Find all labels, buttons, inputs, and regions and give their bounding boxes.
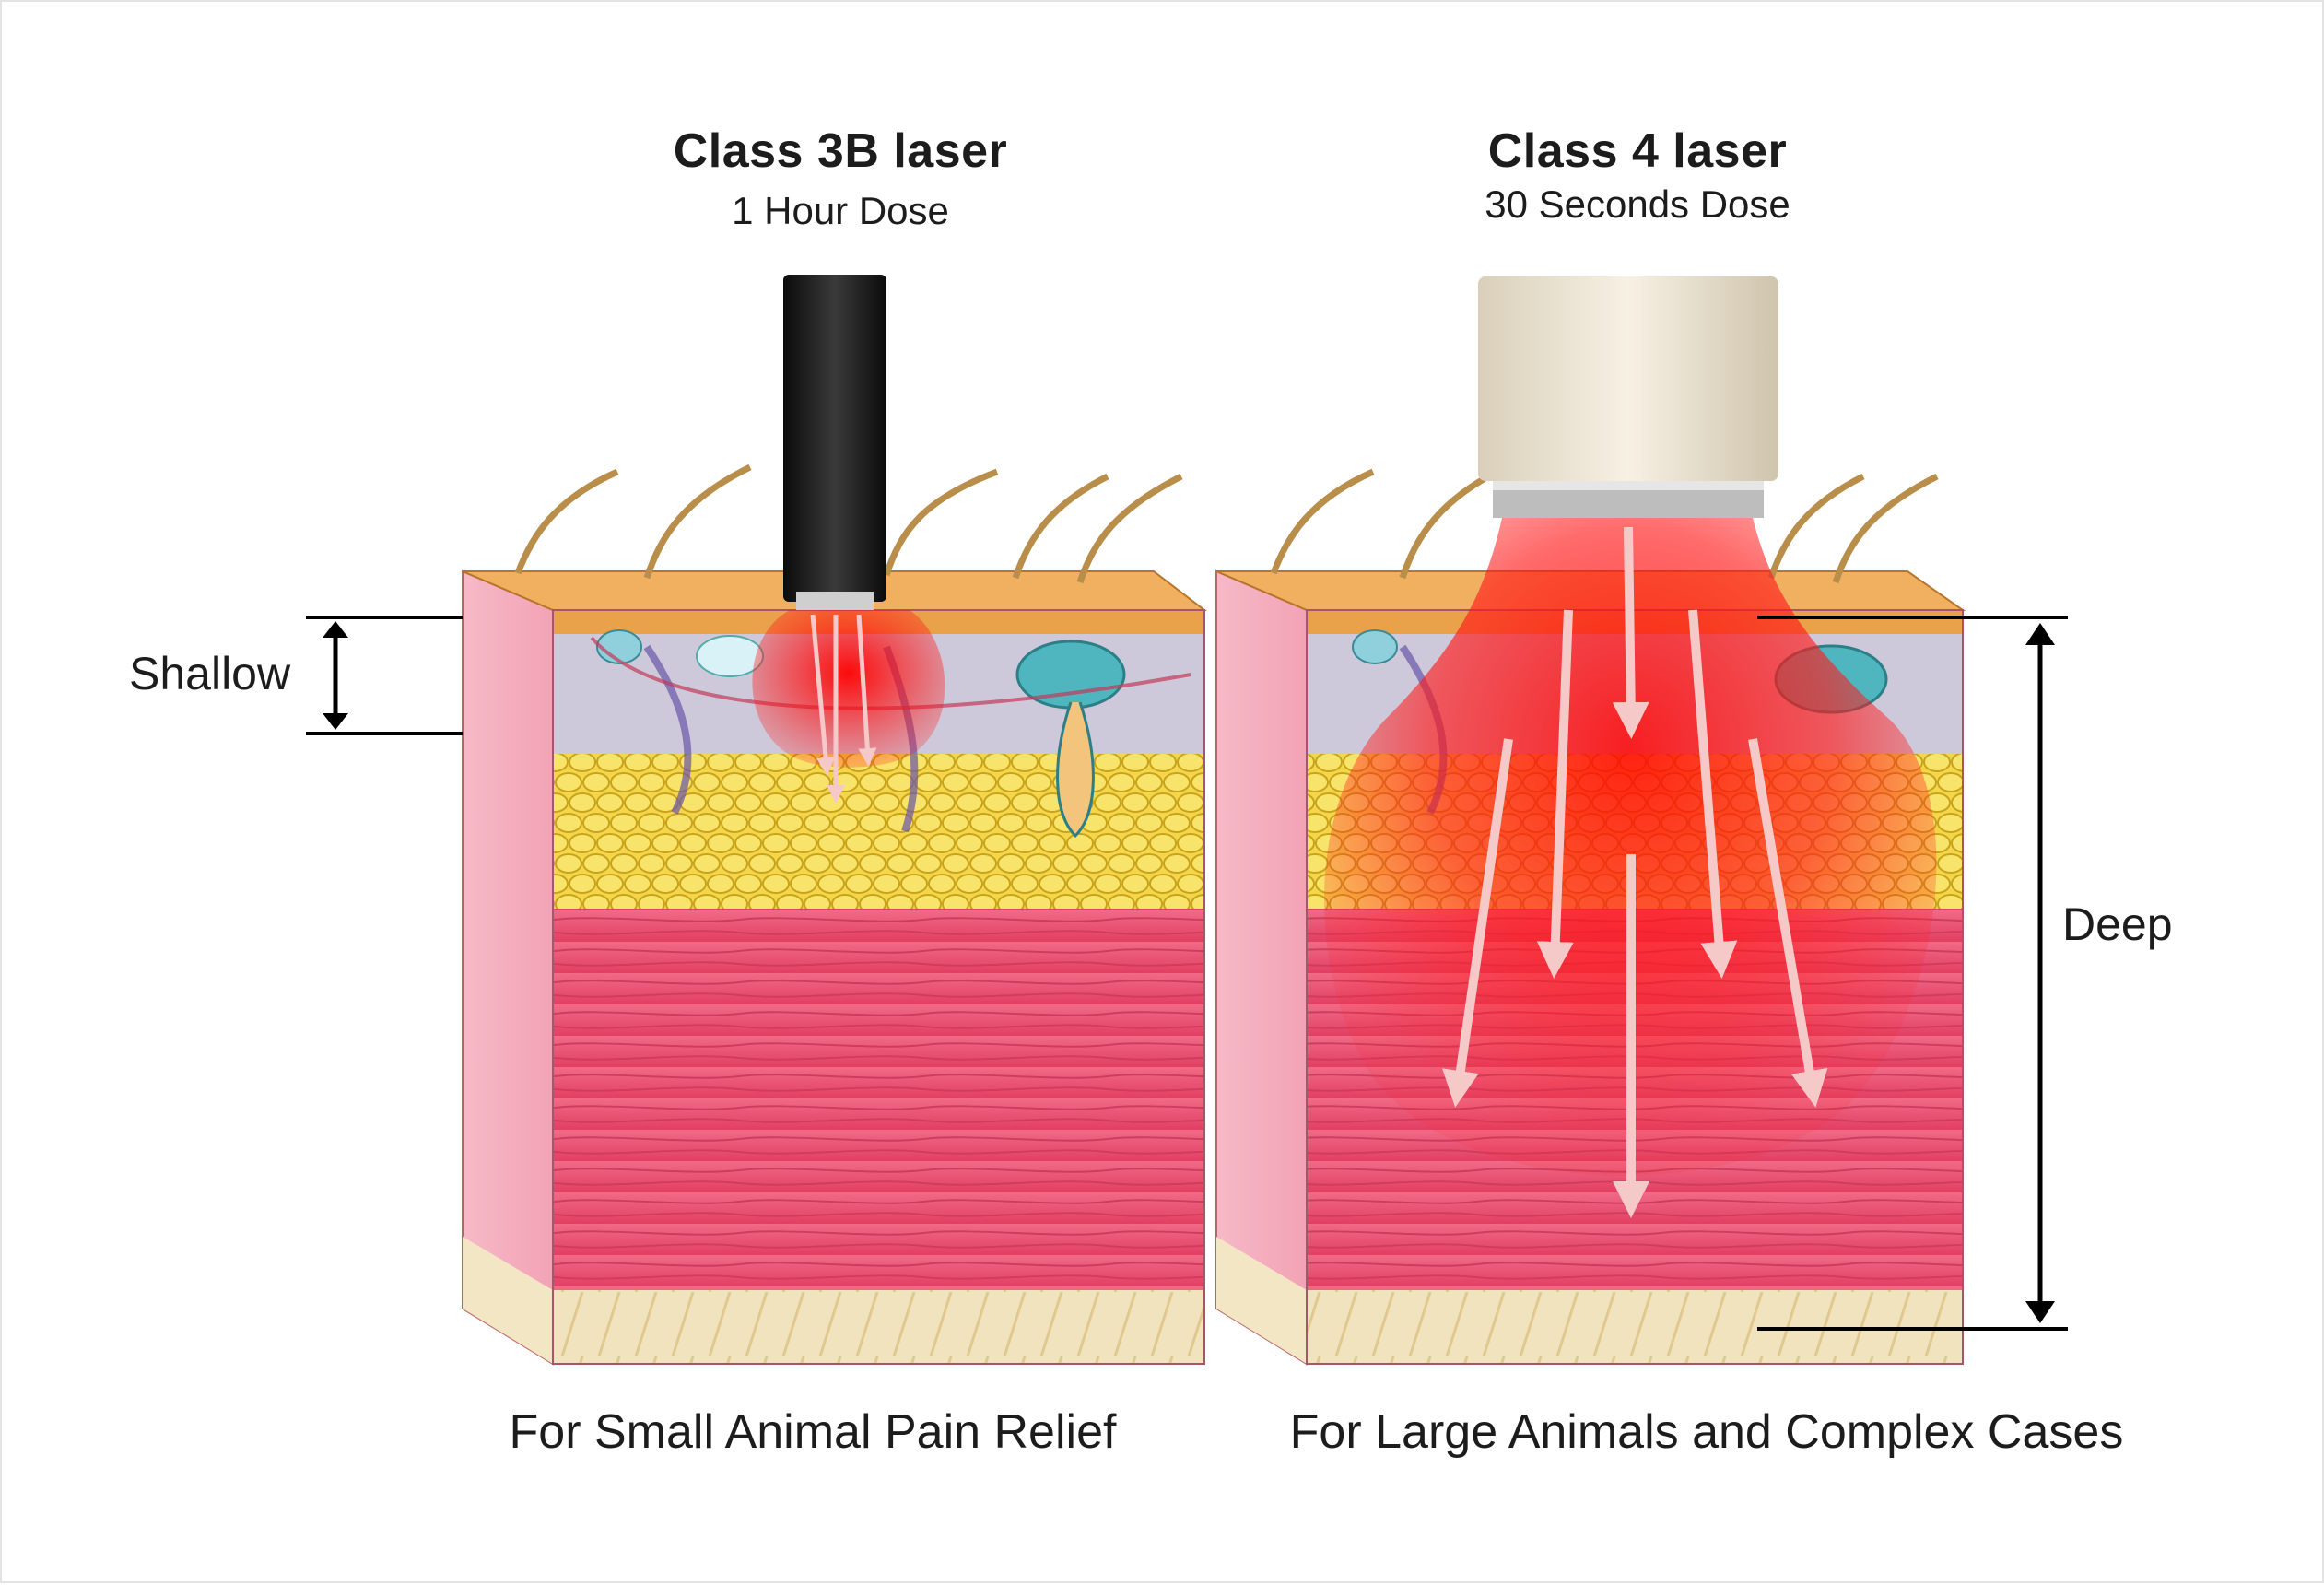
shallow-label: Shallow bbox=[129, 648, 291, 699]
class-4-dose: 30 Seconds Dose bbox=[1485, 182, 1790, 226]
deep-depth-indicator bbox=[1757, 616, 2068, 1331]
class-3b-dose: 1 Hour Dose bbox=[732, 189, 949, 232]
laser-probe-icon bbox=[1478, 276, 1778, 518]
class-3b-caption: For Small Animal Pain Relief bbox=[509, 1405, 1117, 1459]
laser-beam-class-4 bbox=[1324, 518, 1937, 1218]
light-beam-arrow-icon bbox=[1748, 738, 1828, 1108]
shallow-depth-indicator bbox=[306, 616, 463, 735]
class-4-title: Class 4 laser bbox=[1487, 124, 1788, 178]
class-4-caption: For Large Animals and Complex Cases bbox=[1289, 1405, 2124, 1459]
light-beam-arrow-icon bbox=[1612, 526, 1649, 739]
deep-label: Deep bbox=[2062, 898, 2173, 950]
light-beam-arrow-icon bbox=[1536, 609, 1574, 979]
class-3b-title: Class 3B laser bbox=[673, 124, 1008, 178]
double-arrow-icon bbox=[323, 621, 348, 730]
light-beam-arrow-icon bbox=[1688, 609, 1738, 979]
double-arrow-icon bbox=[2025, 623, 2055, 1323]
laser-beam-class-3b bbox=[752, 610, 945, 804]
light-beam-arrow-icon bbox=[1442, 738, 1513, 1108]
laser-probe-icon bbox=[783, 275, 886, 610]
